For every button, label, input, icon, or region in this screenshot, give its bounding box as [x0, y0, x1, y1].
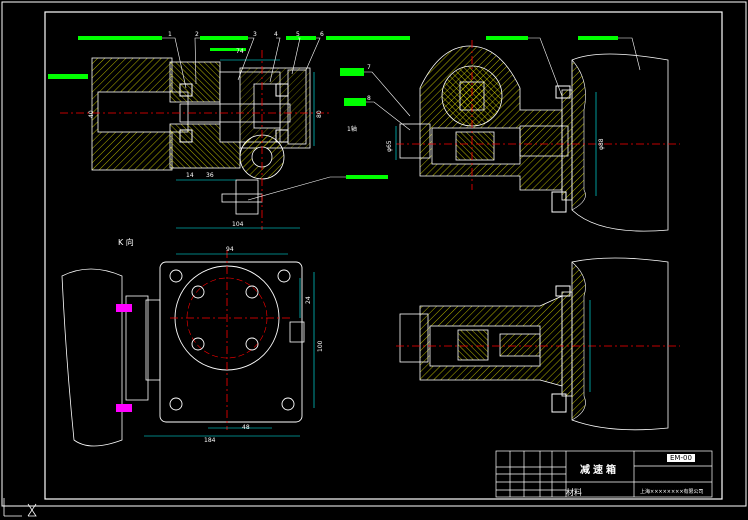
outer-frame	[1, 1, 747, 507]
drawing-code: EM-00	[667, 454, 695, 462]
dim-40: 40	[88, 110, 95, 118]
part-number-1: 1	[168, 31, 172, 38]
dim-24: 24	[305, 296, 312, 304]
drawing-title: 减速箱	[580, 465, 619, 476]
section-view-right-top[interactable]	[395, 40, 680, 232]
dim-184: 184	[204, 437, 216, 444]
part-number-2: 2	[195, 31, 199, 38]
part-number-8: 8	[367, 95, 371, 102]
ucs-icon	[3, 498, 37, 517]
dim-48: 48	[242, 424, 250, 431]
dim-74: 74	[236, 48, 244, 55]
inner-frame	[44, 11, 723, 500]
part-number-3: 3	[253, 31, 257, 38]
dim-phi88: φ88	[598, 138, 605, 150]
annotation-labels-top	[48, 36, 618, 179]
material-label: 材料	[566, 488, 582, 497]
dim-80: 80	[316, 110, 323, 118]
dim-36: 36	[206, 172, 214, 179]
part-number-7: 7	[367, 64, 371, 71]
section-view-main[interactable]	[60, 50, 330, 230]
k-view-label: K 向	[118, 238, 134, 247]
part-number-6: 6	[320, 31, 324, 38]
dim-phi65: φ65	[386, 140, 393, 152]
title-block	[495, 450, 713, 498]
leader-lines	[162, 37, 641, 201]
k-view[interactable]	[61, 250, 315, 447]
dim-94: 94	[226, 246, 234, 253]
section-view-right-bottom[interactable]	[396, 257, 680, 431]
part-number-5: 5	[296, 31, 300, 38]
dim-100: 100	[317, 340, 324, 352]
part-number-4: 4	[274, 31, 278, 38]
company-name: 上海××××××××有限公司	[640, 489, 704, 495]
dim-104: 104	[232, 221, 244, 228]
axis-label: 1轴	[347, 126, 357, 133]
dim-14: 14	[186, 172, 194, 179]
